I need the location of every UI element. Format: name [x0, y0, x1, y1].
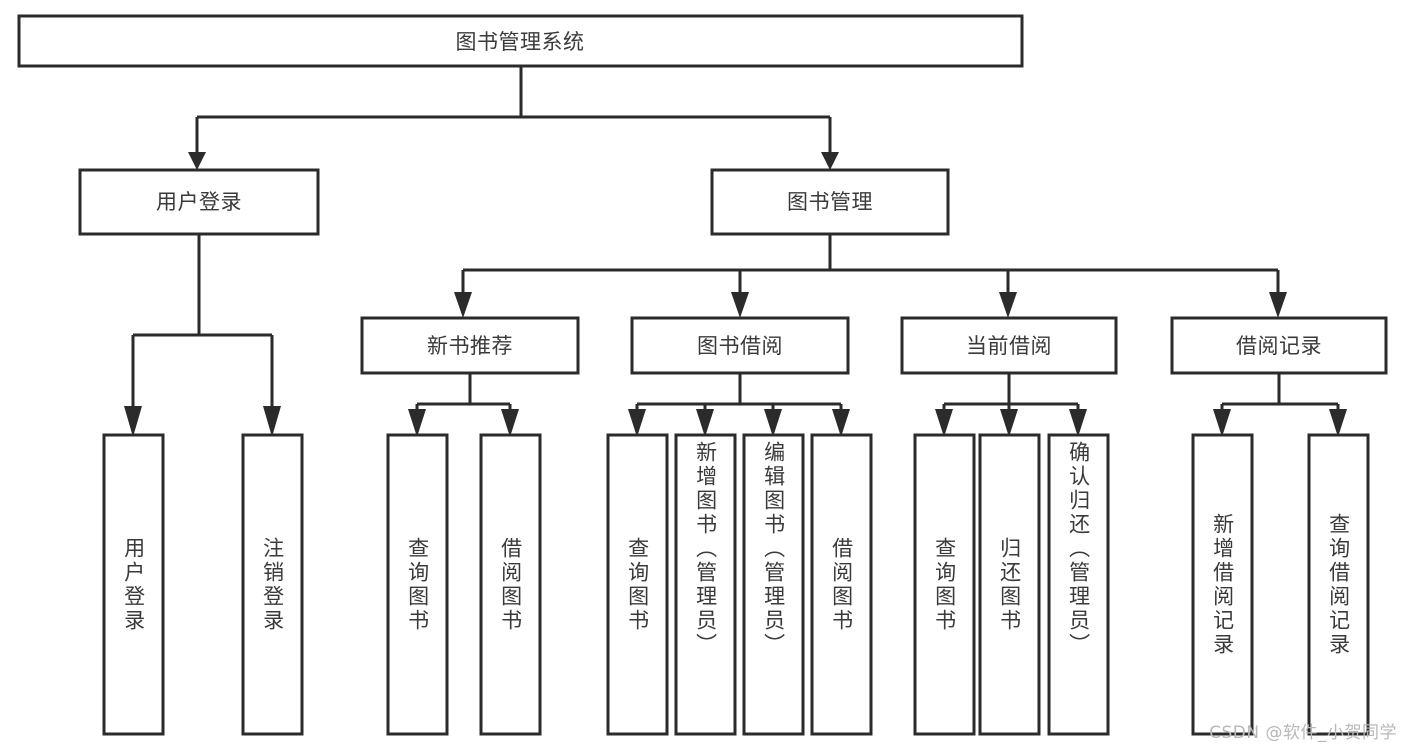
arrow-head-borrow-record: [1269, 292, 1287, 318]
arrow-head-leaf-user-login: [124, 406, 142, 437]
arrow-head-borrow-leaf-2: [696, 409, 714, 437]
arrow-head-borrow-leaf-1: [628, 409, 646, 437]
node-box-book-borrow[interactable]: [630, 316, 850, 375]
leaf-box-current-return-book[interactable]: [978, 433, 1041, 736]
leaf-box-current-query-book[interactable]: [913, 433, 976, 736]
node-box-new-book-recommend[interactable]: [360, 316, 580, 375]
arrow-head-borrow-leaf-4: [832, 409, 850, 437]
leaf-box-borrow-edit-book[interactable]: [742, 433, 805, 736]
arrow-head-current-leaf-1: [935, 409, 953, 437]
node-label-book-borrow: 图书借阅: [697, 334, 783, 358]
leaf-box-current-confirm-return[interactable]: [1047, 433, 1110, 736]
node-label-user-login: 用户登录: [156, 190, 242, 214]
node-box-root[interactable]: [17, 14, 1024, 68]
leaf-box-record-add[interactable]: [1191, 433, 1254, 736]
arrow-head-current-leaf-2: [1000, 409, 1018, 437]
arrow-head-record-leaf-1: [1213, 409, 1231, 437]
leaf-box-borrow-borrow-book[interactable]: [810, 433, 873, 736]
arrow-head-recommend-leaf-2: [501, 409, 519, 437]
leaf-box-user-login[interactable]: [102, 433, 165, 736]
arrow-head-current-borrow: [999, 292, 1017, 318]
arrow-head-record-leaf-2: [1329, 409, 1347, 437]
arrow-head-new-book-recommend: [454, 292, 472, 318]
arrow-head-user-login: [188, 152, 206, 170]
arrow-head-current-leaf-3: [1069, 409, 1087, 437]
leaf-box-logout[interactable]: [241, 433, 304, 736]
arrow-head-book-borrow: [731, 292, 749, 318]
node-box-current-borrow[interactable]: [900, 316, 1118, 375]
node-label-borrow-record: 借阅记录: [1236, 334, 1322, 358]
node-label-new-book-recommend: 新书推荐: [427, 334, 513, 358]
arrow-head-recommend-leaf-1: [408, 409, 426, 437]
arrow-head-borrow-leaf-3: [764, 409, 782, 437]
leaf-box-borrow-add-book[interactable]: [674, 433, 737, 736]
leaf-box-borrow-query-book[interactable]: [606, 433, 669, 736]
leaf-box-recommend-borrow-book[interactable]: [479, 433, 542, 736]
node-label-root: 图书管理系统: [456, 30, 585, 54]
node-label-book-management: 图书管理: [787, 190, 873, 214]
node-box-borrow-record[interactable]: [1170, 316, 1388, 375]
leaf-box-record-query[interactable]: [1307, 433, 1370, 736]
arrow-head-book-mgmt: [821, 152, 839, 170]
arrow-head-leaf-logout: [263, 406, 281, 437]
node-label-current-borrow: 当前借阅: [966, 334, 1052, 358]
watermark-text: CSDN @软件_小贺同学: [1209, 723, 1397, 743]
leaf-box-recommend-query-book[interactable]: [386, 433, 449, 736]
node-box-book-management[interactable]: [710, 168, 950, 236]
